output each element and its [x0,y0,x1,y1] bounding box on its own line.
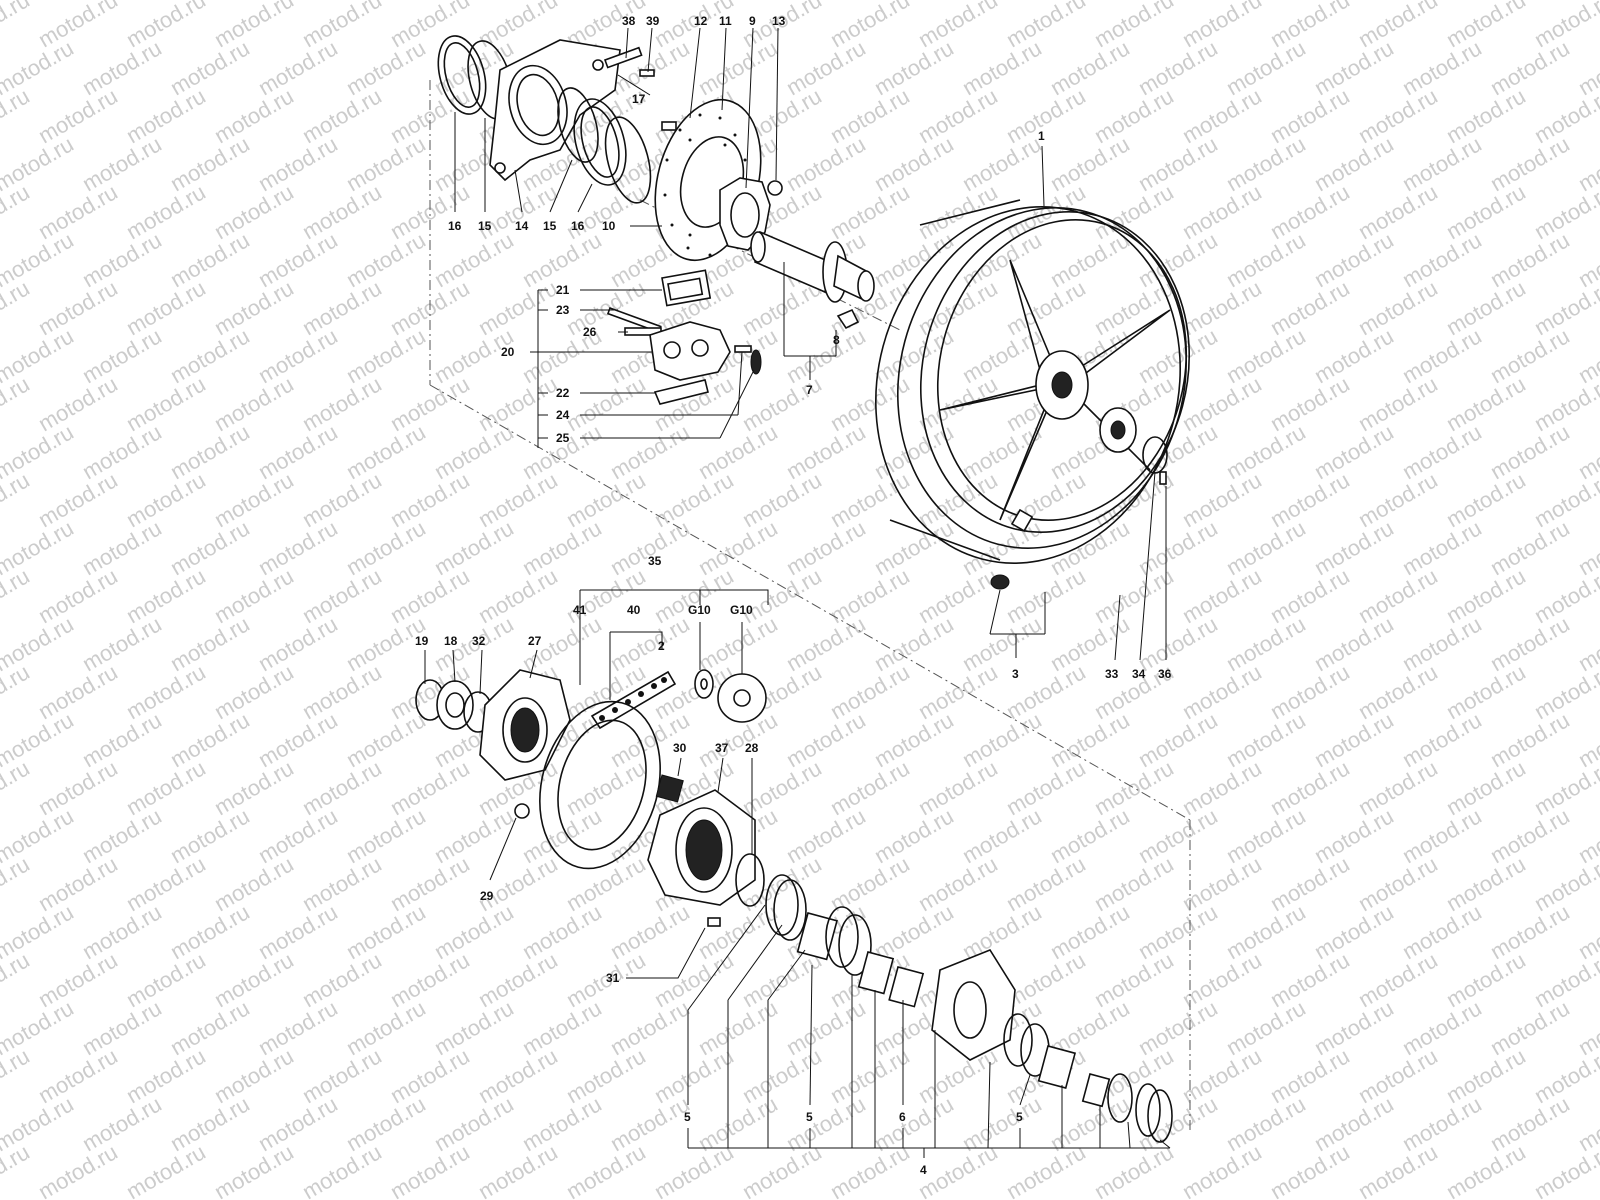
label-27: 27 [528,634,542,648]
circlip-large [604,116,652,204]
label-33: 33 [1105,667,1119,681]
label-35: 35 [648,554,662,568]
label-16-right: 16 [571,219,585,233]
leader-lines [424,27,1171,1158]
label-40: 40 [627,603,641,617]
label-14: 14 [515,219,529,233]
wheel-rim-1 [875,199,1191,564]
valve-stem [990,508,1034,590]
label-39: 39 [646,14,660,28]
label-1: 1 [1038,129,1045,143]
label-36: 36 [1158,667,1172,681]
brake-caliper-bracket-14 [489,39,621,182]
chain-2 [590,670,677,730]
bleed-cap-25 [750,349,762,375]
label-17: 17 [632,92,646,106]
pin-39 [639,69,655,77]
sprocket-carrier-27 [479,669,571,781]
label-2: 2 [658,639,665,653]
label-9: 9 [749,14,756,28]
label-10: 10 [602,219,616,233]
label-29: 29 [480,889,494,903]
label-21: 21 [556,283,570,297]
axis-lines [429,80,1191,1130]
label-13: 13 [772,14,786,28]
label-7: 7 [806,383,813,397]
seal-28 [735,853,765,907]
part-labels: 38 39 12 11 9 13 17 1 16 15 14 15 16 10 … [415,14,1172,1177]
label-3: 3 [1012,667,1019,681]
label-16-left: 16 [448,219,462,233]
screw-31 [707,917,721,927]
label-38: 38 [622,14,636,28]
bearing-set-right [1003,1013,1173,1143]
hub-6 [931,949,1016,1061]
label-23: 23 [556,303,570,317]
nut-13 [767,180,783,196]
label-22: 22 [556,386,570,400]
label-15-left: 15 [478,219,492,233]
disc-screw-12 [661,121,677,131]
seal-ring-16-right [573,98,627,186]
cush-drive-hub-37 [647,789,756,906]
brake-pads-21 [661,269,712,307]
cush-drive-30 [655,774,684,803]
label-5-first: 5 [684,1110,691,1124]
label-18: 18 [444,634,458,648]
label-20: 20 [501,345,515,359]
circlip-15-right [557,87,599,163]
label-26: 26 [583,325,597,339]
bracket-bolt-38 [603,46,643,69]
front-sprocket [717,673,767,723]
label-32: 32 [472,634,486,648]
label-5-third: 5 [1016,1110,1023,1124]
label-12: 12 [694,14,708,28]
label-25: 25 [556,431,570,445]
label-34: 34 [1132,667,1146,681]
label-31: 31 [606,971,620,985]
watermark-text: motod.ru [1574,0,1600,4]
label-15-right: 15 [543,219,557,233]
label-37: 37 [715,741,729,755]
label-6: 6 [899,1110,906,1124]
valve-36 [1159,471,1167,485]
bearing-set [765,874,925,1008]
pad-spring-22 [653,379,709,405]
seal-ring-16-left [437,35,487,115]
brake-caliper-20 [649,321,731,381]
washer-g10 [694,669,714,699]
bolt-8 [836,308,860,330]
label-30: 30 [673,741,687,755]
label-41: 41 [573,603,587,617]
nut-18 [436,680,474,730]
label-24: 24 [556,408,570,422]
label-g10-right: G10 [730,603,753,617]
label-g10-left: G10 [688,603,711,617]
wheel-axle-shaft [750,230,875,303]
rear-sprocket-41 [539,700,661,870]
label-8: 8 [833,333,840,347]
bleed-valve-24 [734,345,752,353]
label-28: 28 [745,741,759,755]
label-11: 11 [719,14,732,28]
label-19: 19 [415,634,429,648]
label-4: 4 [920,1163,927,1177]
nut-29 [514,803,530,819]
label-5-second: 5 [806,1110,813,1124]
